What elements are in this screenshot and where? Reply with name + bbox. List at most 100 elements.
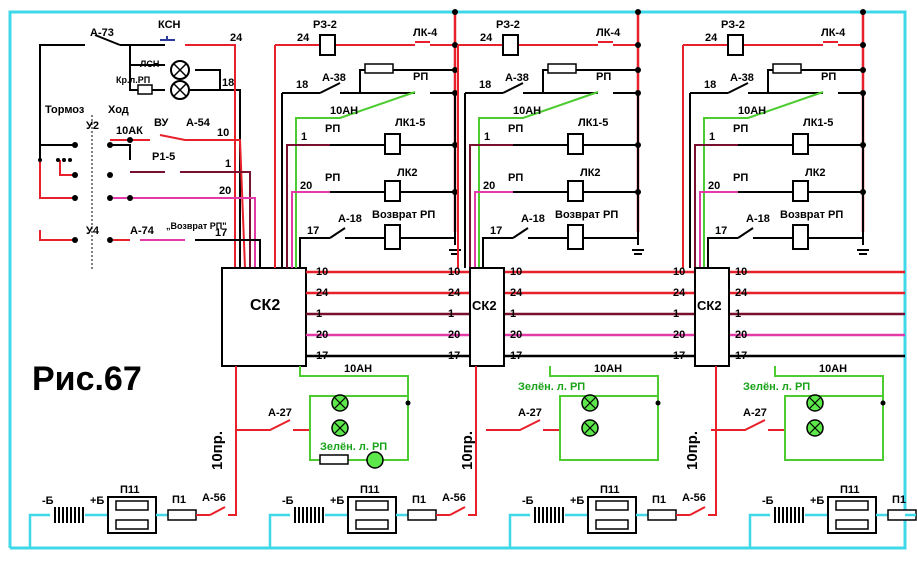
a54-label: А-54 bbox=[186, 117, 211, 129]
figure-label: Рис.67 bbox=[32, 360, 142, 398]
sk2-label: СК2 bbox=[697, 298, 722, 313]
minus-b-label: -Б bbox=[282, 495, 294, 507]
rp-20-label: РП bbox=[733, 172, 748, 184]
a27-label: А-27 bbox=[743, 407, 767, 419]
wire-17-label: 17 bbox=[490, 225, 502, 237]
a18-label: А-18 bbox=[338, 213, 362, 225]
lamp-group-3: 10АН А-27 Зелён. л. РП 10пр. bbox=[684, 363, 886, 470]
wire-17-label: 17 bbox=[715, 225, 727, 237]
bus-1-label: 1 bbox=[316, 308, 322, 320]
wire-1-label: 1 bbox=[225, 158, 231, 170]
wire-24-label: 24 bbox=[705, 32, 718, 44]
rz2-label: РЗ-2 bbox=[721, 19, 745, 31]
minus-b-label: -Б bbox=[42, 495, 54, 507]
lk2-label: ЛК2 bbox=[397, 167, 418, 179]
plus-b-label: +Б bbox=[810, 495, 824, 507]
lk15-label: ЛК1-5 bbox=[803, 117, 833, 129]
a38-label: А-38 bbox=[730, 72, 754, 84]
green-lamp-label: Зелён. л. РП bbox=[518, 381, 585, 393]
bus-left-num: 20 bbox=[448, 329, 460, 341]
a38-label: А-38 bbox=[505, 72, 529, 84]
rp-1-label: РП bbox=[508, 123, 523, 135]
bus-left-num: 17 bbox=[448, 350, 460, 362]
bus-right-num: 1 bbox=[735, 308, 741, 320]
wire-20-label: 20 bbox=[708, 180, 720, 192]
u4-label: У4 bbox=[86, 225, 100, 237]
u2-label: У2 bbox=[86, 120, 99, 132]
wire-18-label: 18 bbox=[479, 79, 491, 91]
bus-17-label: 17 bbox=[316, 350, 328, 362]
wire-24-label: 24 bbox=[297, 32, 310, 44]
wire-18-label: 18 bbox=[704, 79, 716, 91]
bus-left-num: 10 bbox=[673, 266, 685, 278]
a18-label: А-18 bbox=[521, 213, 545, 225]
wire-10-label: 10 bbox=[217, 127, 229, 139]
wire-24-label: 24 bbox=[480, 32, 493, 44]
rz2-label: РЗ-2 bbox=[496, 19, 520, 31]
p11-label: П11 bbox=[360, 484, 380, 496]
rp-1-label: РП bbox=[733, 123, 748, 135]
an10-label: 10АН bbox=[738, 105, 766, 117]
vozvrat-rp-label: Возврат РП bbox=[372, 209, 435, 221]
lk2-label: ЛК2 bbox=[805, 167, 826, 179]
bus-24-label: 24 bbox=[316, 287, 329, 299]
wire-17-label: 17 bbox=[215, 227, 227, 239]
p1-label: П1 bbox=[892, 494, 906, 506]
wire-18-label: 18 bbox=[296, 79, 308, 91]
a74-label: А-74 bbox=[130, 225, 155, 237]
an10-label: 10АН bbox=[513, 105, 541, 117]
hod-label: Ход bbox=[108, 104, 129, 116]
bus-10-label: 10 bbox=[316, 266, 328, 278]
bus-left-num: 20 bbox=[673, 329, 685, 341]
ak10-label: 10АК bbox=[116, 125, 143, 137]
lk15-label: ЛК1-5 bbox=[395, 117, 425, 129]
tormoz-label: Тормоз bbox=[45, 104, 85, 116]
green-lamp-label: Зелён. л. РП bbox=[743, 381, 810, 393]
p11-label: П11 bbox=[120, 484, 140, 496]
p1-label: П1 bbox=[172, 494, 186, 506]
wire-17-label: 17 bbox=[307, 225, 319, 237]
wire-1-label: 1 bbox=[709, 131, 715, 143]
bus-right-num: 17 bbox=[510, 350, 522, 362]
an10-lower-label: 10АН bbox=[819, 363, 847, 375]
a38-label: А-38 bbox=[322, 72, 346, 84]
green-lamp-label: Зелён. л. РП bbox=[320, 441, 387, 453]
wire-20-label: 20 bbox=[300, 180, 312, 192]
pr10-label: 10пр. bbox=[684, 431, 701, 470]
sk2-main-label: СК2 bbox=[250, 297, 280, 314]
sk2-label: СК2 bbox=[472, 298, 497, 313]
minus-b-label: -Б bbox=[522, 495, 534, 507]
kr-l-rp-label: Кр.л.РП bbox=[116, 75, 150, 85]
minus-b-label: -Б bbox=[762, 495, 774, 507]
vozvrat-rp-q-label: „Возврат РП" bbox=[166, 221, 227, 231]
plus-b-label: +Б bbox=[570, 495, 584, 507]
lk15-label: ЛК1-5 bbox=[578, 117, 608, 129]
vozvrat-rp-label: Возврат РП bbox=[780, 209, 843, 221]
bus-left-num: 1 bbox=[673, 308, 679, 320]
p11-label: П11 bbox=[840, 484, 860, 496]
bus-right-num: 17 bbox=[735, 350, 747, 362]
vozvrat-rp-label: Возврат РП bbox=[555, 209, 618, 221]
rp-label: РП bbox=[596, 71, 611, 83]
wire-1-label: 1 bbox=[301, 131, 307, 143]
bus-right-num: 20 bbox=[735, 329, 747, 341]
bus-right-num: 10 bbox=[510, 266, 522, 278]
rp-label: РП bbox=[413, 71, 428, 83]
plus-b-label: +Б bbox=[330, 495, 344, 507]
a27-label: А-27 bbox=[518, 407, 542, 419]
a18-label: А-18 bbox=[746, 213, 770, 225]
a56-label: А-56 bbox=[202, 492, 226, 504]
rp-1-label: РП bbox=[325, 123, 340, 135]
plus-b-label: +Б bbox=[90, 495, 104, 507]
r15-label: Р1-5 bbox=[152, 151, 175, 163]
ksn-label: КСН bbox=[158, 19, 181, 31]
horizontal-bus bbox=[306, 270, 905, 358]
bus-right-num: 24 bbox=[735, 287, 748, 299]
an10-label: 10АН bbox=[330, 105, 358, 117]
